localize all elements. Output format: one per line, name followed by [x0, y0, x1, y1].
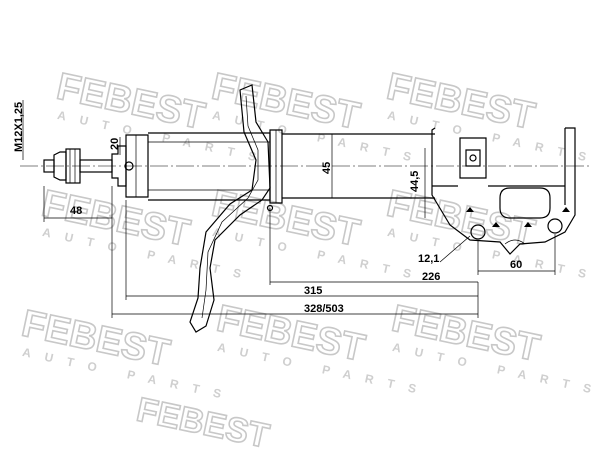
mount-hole-left	[470, 224, 486, 240]
mount-hole-right	[547, 218, 563, 234]
piston-rod	[43, 145, 134, 187]
watermark-layer: FEBEST AUTO PARTS FEBEST AUTO PARTS FEBE…	[17, 65, 600, 450]
dim-bracket-width: 60	[510, 259, 522, 271]
dim-to-bracket: 226	[422, 271, 440, 283]
watermark-7: FEBEST AUTO PARTS	[17, 302, 236, 404]
dim-total-length: 328/503	[304, 303, 344, 315]
dim-hole-diameter: 12,1	[418, 253, 439, 265]
dim-thread: M12X1,25	[13, 102, 25, 152]
dim-tube-diameter: 45	[321, 162, 333, 174]
dim-body-length: 315	[304, 285, 322, 297]
shock-body	[125, 129, 435, 204]
dim-top-step: 20	[109, 138, 121, 150]
watermark-10: FEBEST	[133, 390, 274, 450]
svg-text:FEBEST: FEBEST	[133, 391, 272, 450]
dim-rod-length: 48	[70, 205, 82, 217]
knuckle-bracket	[431, 127, 576, 255]
dim-bracket-height: 44,5	[409, 171, 421, 192]
dimension-lines	[22, 100, 556, 318]
